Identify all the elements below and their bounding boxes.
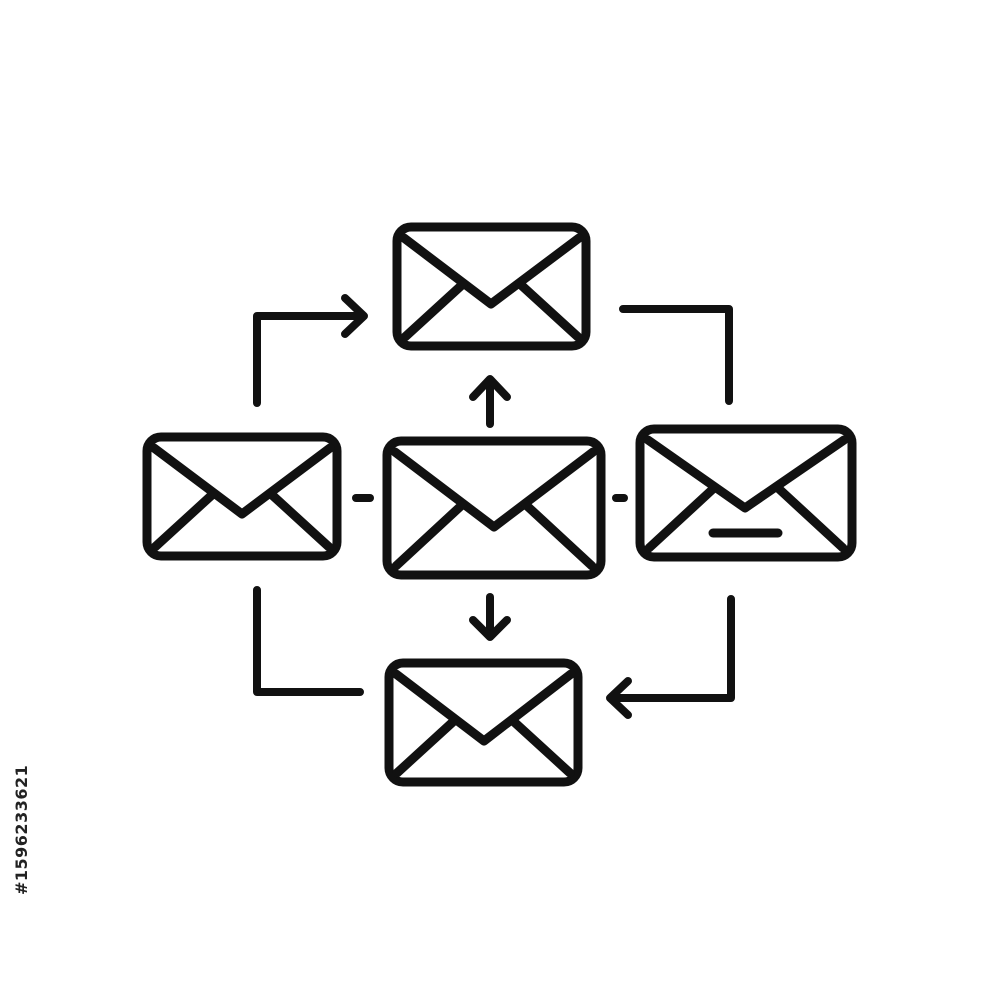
envelope-body <box>635 424 857 562</box>
envelope-icon <box>384 658 583 787</box>
envelope-body <box>382 436 606 580</box>
connector-center-to-bottom <box>469 593 511 641</box>
connectors-group <box>253 294 735 719</box>
connector-left-to-top <box>253 294 368 407</box>
envelope-flap <box>399 233 584 309</box>
envelope-body <box>142 432 342 561</box>
envelope-fold-left <box>400 279 468 342</box>
envelope-fold-right <box>773 483 848 553</box>
envelope-fold-left <box>644 483 719 553</box>
connector-center-to-top <box>469 375 511 428</box>
connector-top-to-right <box>619 305 733 405</box>
envelope-icon <box>392 222 591 351</box>
arrow-head-icon <box>469 375 511 401</box>
envelope-fold-left <box>392 715 460 778</box>
envelope-flap <box>391 669 576 746</box>
connector-line <box>619 305 733 405</box>
envelope-fold-left <box>391 500 467 571</box>
envelopes-group <box>142 222 857 787</box>
arrow-head-icon <box>341 294 368 338</box>
envelope-icon <box>635 424 857 562</box>
envelope-fold-right <box>507 715 575 778</box>
envelope-fold-right <box>515 279 583 342</box>
envelope-body <box>384 658 583 787</box>
connector-left-to-bottom <box>253 586 364 696</box>
connector-line <box>607 595 735 702</box>
connector-right-to-bottom <box>606 595 735 719</box>
envelope-flap <box>643 435 849 513</box>
connector-line <box>253 586 364 696</box>
envelope-flap <box>390 447 598 532</box>
arrow-head-icon <box>469 616 511 641</box>
envelope-icon <box>382 436 606 580</box>
envelope-icon <box>142 432 342 561</box>
envelope-fold-right <box>521 500 597 571</box>
envelope-body <box>392 222 591 351</box>
envelope-fold-left <box>150 489 218 552</box>
envelope-fold-right <box>266 489 334 552</box>
envelope-flap <box>149 443 335 519</box>
connector-line <box>253 312 366 407</box>
arrow-head-icon <box>606 677 632 719</box>
stock-image-id: #1596233621 <box>12 764 31 896</box>
